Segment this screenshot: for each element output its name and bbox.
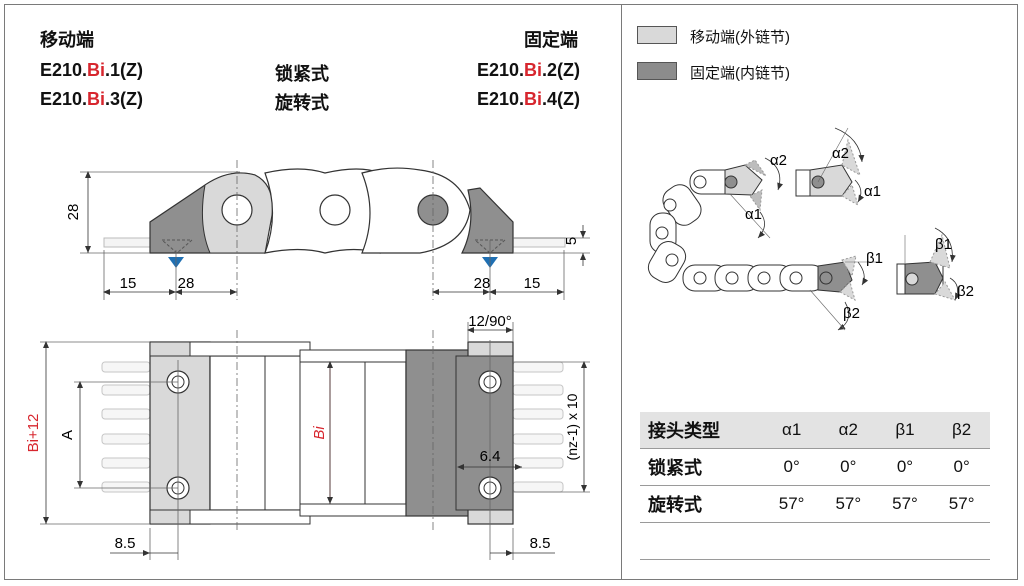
fixed-end-title: 固定端: [524, 30, 578, 50]
table-row: 锁紧式 0° 0° 0° 0°: [640, 449, 990, 486]
label-beta1-b: β1: [935, 236, 952, 253]
fixed-model-1: E210.Bi.2(Z): [477, 60, 580, 81]
table-header-cell: β1: [895, 420, 915, 439]
dim-edge-left: 8.5: [115, 535, 136, 552]
joint-angle-table: 接头类型 α1 α2 β1 β2 锁紧式 0° 0° 0° 0° 旋转式 57°…: [640, 412, 990, 560]
model-suffix: .3(Z): [105, 89, 144, 109]
side-view: [80, 160, 590, 300]
table-cell: 57°: [892, 494, 918, 513]
table-header-row: 接头类型 α1 α2 β1 β2: [640, 412, 990, 449]
top-view: [40, 322, 590, 560]
table-empty-row: [640, 523, 990, 560]
dim-offset-left: 15: [120, 275, 137, 292]
panel-divider: [621, 4, 622, 580]
legend-swatch-moving: [637, 26, 677, 44]
fixed-model-2: E210.Bi.4(Z): [477, 89, 580, 110]
dim-offset-right: 15: [524, 275, 541, 292]
model-bi: Bi: [87, 89, 106, 109]
model-suffix: .2(Z): [542, 60, 581, 80]
table-cell: 旋转式: [648, 495, 702, 515]
label-alpha2-a: α2: [770, 152, 787, 169]
model-prefix: E210.: [477, 60, 525, 80]
table-cell: 0°: [840, 457, 857, 476]
label-alpha2-b: α2: [832, 145, 849, 162]
table-cell: 0°: [953, 457, 970, 476]
model-bi: Bi: [524, 60, 543, 80]
swivel-type-label: 旋转式: [275, 93, 329, 113]
dim-pitch-right: 28: [474, 275, 491, 292]
model-prefix: E210.: [40, 89, 88, 109]
table-header-cell: 接头类型: [648, 421, 720, 441]
table-cell: 57°: [778, 494, 805, 513]
dim-hole-spacing: (nz-1) x 10: [564, 393, 580, 460]
dim-thickness: 5: [563, 237, 580, 245]
legend-swatch-fixed: [637, 62, 677, 80]
model-prefix: E210.: [40, 60, 88, 80]
moving-model-2: E210.Bi.3(Z): [40, 89, 143, 110]
dim-angle: 12/90°: [468, 313, 512, 330]
legend-label-moving: 移动端(外链节): [690, 29, 790, 46]
table-cell: 57°: [948, 494, 975, 513]
dim-pitch-left: 28: [178, 275, 195, 292]
chain-loop-diagram: [647, 157, 880, 331]
label-beta1-a: β1: [866, 250, 883, 267]
model-suffix: .4(Z): [542, 89, 581, 109]
label-alpha1-b: α1: [864, 183, 881, 200]
model-bi: Bi: [524, 89, 543, 109]
lock-type-label: 锁紧式: [275, 64, 329, 84]
moving-end-title: 移动端: [40, 30, 94, 50]
model-bi: Bi: [87, 60, 106, 80]
table-header-cell: α2: [838, 420, 858, 439]
outer-frame: [4, 4, 1018, 580]
table-row: 旋转式 57° 57° 57° 57°: [640, 486, 990, 523]
dim-bi: Bi: [311, 426, 328, 440]
alpha-detail: [795, 127, 865, 207]
table-cell: 0°: [896, 457, 914, 476]
label-beta2-b: β2: [957, 283, 974, 300]
label-alpha1-a: α1: [745, 206, 762, 223]
table-cell: 57°: [835, 494, 862, 513]
dim-a: A: [59, 430, 76, 440]
moving-model-1: E210.Bi.1(Z): [40, 60, 143, 81]
model-prefix: E210.: [477, 89, 525, 109]
table-cell: 0°: [783, 457, 800, 476]
table-header-cell: β2: [952, 420, 972, 439]
table-header-cell: α1: [781, 420, 802, 439]
model-suffix: .1(Z): [105, 60, 144, 80]
dim-width-total: Bi+12: [25, 414, 42, 453]
beta-detail: [896, 227, 961, 301]
legend-label-fixed: 固定端(内链节): [690, 65, 790, 82]
dim-edge-right: 8.5: [530, 535, 551, 552]
label-beta2-a: β2: [843, 305, 860, 322]
dim-height: 28: [65, 204, 82, 221]
dim-hole-dia: 6.4: [480, 448, 501, 465]
table-cell: 锁紧式: [648, 458, 702, 478]
